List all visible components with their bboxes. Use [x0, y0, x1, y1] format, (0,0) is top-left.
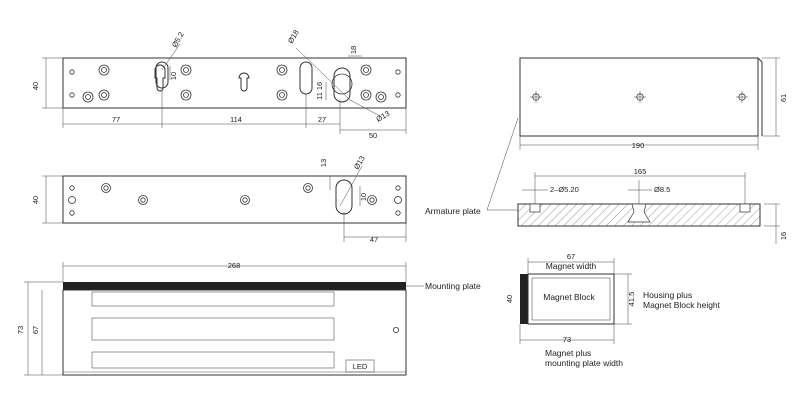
armature-length-dim: 190 [632, 141, 645, 150]
middle-dim-47: 47 [370, 235, 378, 244]
keyhole-slot-mid [238, 72, 250, 92]
height-value: 41.5 [627, 292, 636, 307]
middle-dim-13: 13 [319, 159, 328, 167]
total-width-label-2: mounting plate width [545, 358, 623, 368]
mounting-holes [82, 64, 387, 103]
armature-top-view: 190 61 [519, 57, 788, 150]
front-length-dim: 268 [228, 261, 241, 270]
magnet-block-outline [527, 273, 615, 325]
top-view-outline [62, 57, 407, 109]
mounting-plate-label: Mounting plate [425, 281, 481, 291]
hole-dia-13-dim: Ø13 [375, 109, 392, 124]
height-label-2: Magnet Block height [643, 300, 721, 310]
slot-width-dim: 10 [169, 72, 178, 80]
armature-height-dim: 61 [779, 94, 788, 102]
keyhole-slot-left [154, 64, 166, 92]
magnet-section-view: Magnet Block 67 Magnet width 40 41.5 Hou… [505, 252, 721, 368]
dim-77: 77 [112, 115, 120, 124]
height-label-1: Housing plus [643, 290, 692, 300]
total-width-label-1: Magnet plus [545, 348, 591, 358]
dim-11: 11 [315, 92, 324, 100]
armature-center-hole: Ø8.5 [654, 185, 670, 194]
dim-18: 18 [349, 46, 358, 54]
armature-thickness: 16 [779, 232, 788, 240]
armature-plate-label: Armature plate [425, 206, 481, 216]
led-label: LED [353, 362, 368, 371]
armature-side-view: 165 2–Ø5.20 Ø8.5 16 Armature plate [425, 117, 788, 244]
slot-dia-dim: Ø5.2 [170, 30, 186, 49]
armature-holes-label: 2–Ø5.20 [550, 185, 579, 194]
middle-view-outline [62, 175, 407, 224]
middle-dim-10: 10 [359, 193, 368, 201]
middle-view: 40 13 Ø13 10 47 [31, 154, 407, 244]
armature-dim-165: 165 [634, 167, 647, 176]
dim-50: 50 [369, 131, 377, 140]
front-view: LED 268 73 67 Mounting plate [16, 261, 481, 376]
dim-27: 27 [318, 115, 326, 124]
top-view: 40 Ø5.2 10 Ø18 18 11 16 Ø13 77 114 27 50 [31, 28, 407, 140]
middle-height-dim: 40 [31, 196, 40, 204]
magnet-width-value: 67 [567, 252, 575, 261]
middle-hole-dia: Ø13 [352, 154, 367, 171]
oval-slot [155, 61, 169, 89]
top-height-dim: 40 [31, 82, 40, 90]
front-height-inner: 67 [31, 326, 40, 334]
hole-dia-18-dim: Ø18 [286, 28, 301, 45]
front-view-outline [62, 289, 407, 376]
mounting-plate-bar [63, 282, 406, 290]
mounting-plate-section [520, 274, 528, 324]
dim-16: 16 [315, 82, 324, 90]
total-width-value: 73 [563, 335, 571, 344]
front-height-outer: 73 [16, 326, 25, 334]
magnet-width-label: Magnet width [546, 261, 597, 271]
dim-114: 114 [230, 115, 242, 124]
magnet-block-label: Magnet Block [543, 292, 595, 302]
middle-oval-slot [335, 179, 353, 215]
armature-top-outline [519, 57, 759, 137]
plate-value: 40 [505, 295, 514, 303]
large-hole [331, 73, 353, 95]
center-countersink [627, 203, 651, 223]
